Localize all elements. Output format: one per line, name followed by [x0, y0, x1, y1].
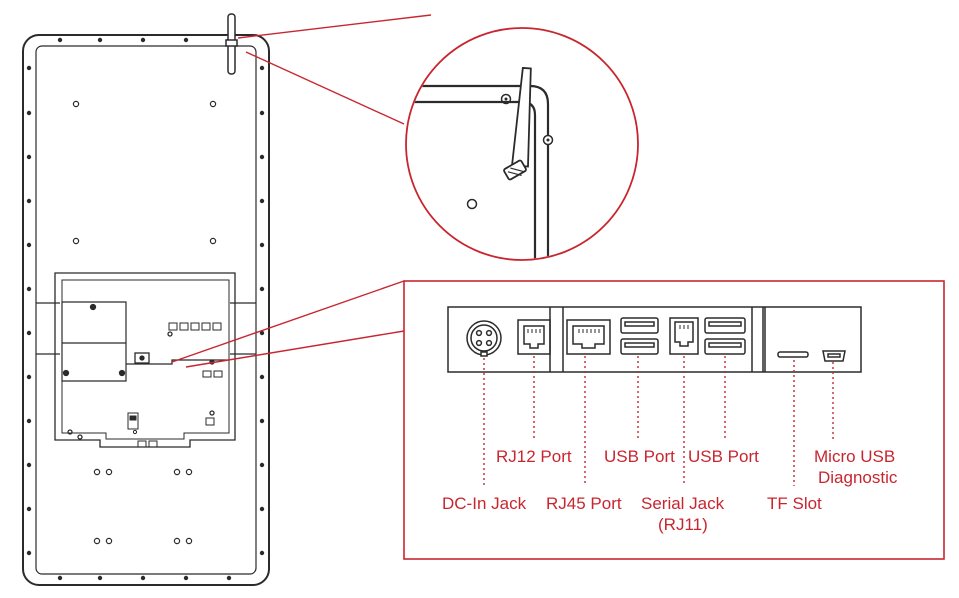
screw-icon	[259, 110, 265, 116]
screw-icon	[140, 575, 146, 581]
dc-in-jack	[466, 320, 502, 357]
screw-icon	[259, 418, 265, 424]
screw-icon	[26, 550, 32, 556]
mounting-hole-icon	[185, 468, 193, 476]
screw-icon	[183, 37, 189, 43]
screw-icon	[259, 330, 265, 336]
label-dc-in-jack: DC-In Jack	[442, 494, 527, 513]
label-usb-port-1: USB Port	[604, 447, 675, 466]
mounting-hole-icon	[72, 237, 80, 245]
usb-port-1	[620, 317, 659, 355]
antenna-zoom-callout	[237, 14, 639, 261]
screw-icon	[26, 154, 32, 160]
mounting-hole-icon	[72, 100, 80, 108]
ports-callout-box	[403, 280, 945, 560]
serial-jack-rj11	[669, 317, 699, 355]
micro-usb-port	[822, 350, 846, 362]
screw-icon	[259, 154, 265, 160]
rj45-port	[566, 319, 611, 355]
rj12-port	[517, 319, 551, 355]
mounting-holes	[72, 100, 217, 545]
screw-icon	[259, 374, 265, 380]
tf-slot	[777, 351, 809, 358]
mounting-hole-icon	[105, 537, 113, 545]
mounting-hole-icon	[93, 537, 101, 545]
mounting-hole-icon	[209, 237, 217, 245]
screw-icon	[259, 198, 265, 204]
antenna	[225, 13, 238, 75]
label-usb-port-2: USB Port	[688, 447, 759, 466]
mounting-hole-icon	[105, 468, 113, 476]
screw-icon	[57, 575, 63, 581]
screw-icon	[26, 506, 32, 512]
screw-icon	[226, 575, 232, 581]
io-compartment	[54, 272, 236, 448]
screw-icon	[183, 575, 189, 581]
label-micro-usb-diagnostic: Diagnostic	[818, 468, 898, 487]
screw-icon	[259, 506, 265, 512]
mounting-hole-icon	[93, 468, 101, 476]
screw-icon	[259, 462, 265, 468]
screw-icon	[26, 65, 32, 71]
screw-icon	[97, 575, 103, 581]
mounting-hole-icon	[173, 468, 181, 476]
label-serial-jack-rj11: (RJ11)	[658, 515, 708, 534]
panel-band	[36, 302, 256, 355]
screw-icon	[26, 418, 32, 424]
screw-icon	[57, 37, 63, 43]
label-tf-slot: TF Slot	[767, 494, 822, 513]
screw-icon	[26, 330, 32, 336]
label-serial-jack: Serial Jack	[641, 494, 725, 513]
mounting-hole-icon	[185, 537, 193, 545]
screw-icon	[259, 242, 265, 248]
mounting-hole-icon	[209, 100, 217, 108]
device-outer-frame	[22, 34, 270, 586]
screw-icon	[26, 374, 32, 380]
screw-icon	[26, 198, 32, 204]
label-micro-usb: Micro USB	[814, 447, 895, 466]
device-inner-frame	[35, 45, 257, 575]
screw-icon	[97, 37, 103, 43]
screw-icon	[26, 242, 32, 248]
screw-icon	[26, 110, 32, 116]
screw-icon	[26, 462, 32, 468]
mounting-hole-icon	[173, 537, 181, 545]
screw-icon	[259, 286, 265, 292]
ports-callout: DC-In Jack RJ12 Port RJ45 Port USB Port …	[171, 280, 945, 560]
label-rj12-port: RJ12 Port	[496, 447, 572, 466]
antenna-zoom-circle	[405, 27, 639, 261]
screw-icon	[259, 550, 265, 556]
usb-port-2	[704, 317, 746, 355]
screw-icon	[26, 286, 32, 292]
leader-lines	[483, 356, 834, 486]
device-back-panel	[22, 13, 270, 586]
screw-icon	[140, 37, 146, 43]
label-rj45-port: RJ45 Port	[546, 494, 622, 513]
screw-icon	[259, 65, 265, 71]
